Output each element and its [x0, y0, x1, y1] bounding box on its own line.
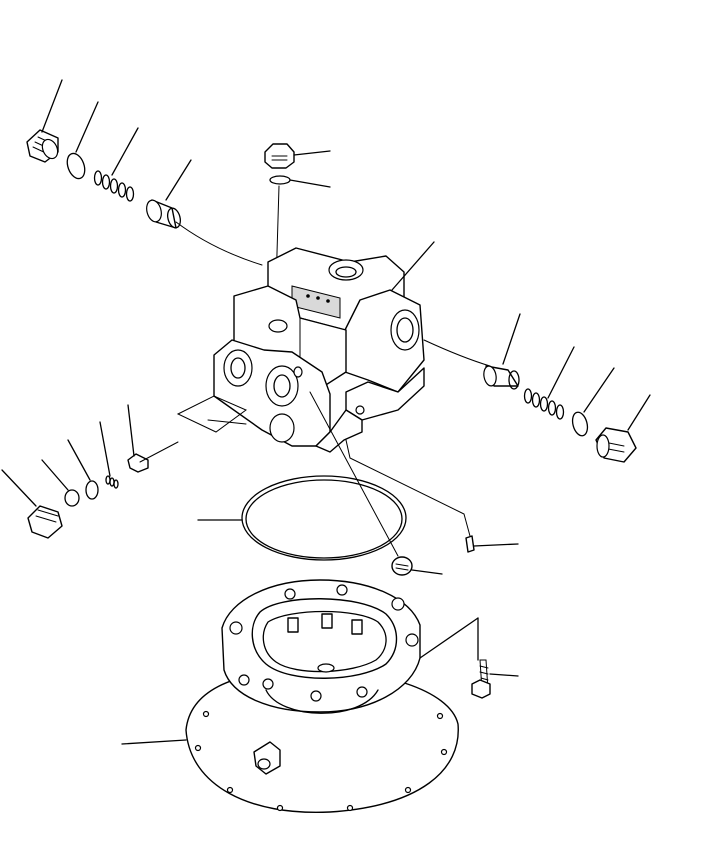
- valve-sleeve-right: [483, 365, 520, 390]
- mounting-bolt: [471, 659, 519, 699]
- check-valve-small: [127, 404, 179, 473]
- spring-upper-left: [93, 170, 135, 202]
- spring-right: [523, 388, 565, 420]
- o-ring-lower-left-b: [41, 459, 80, 507]
- spring-small-lower: [99, 421, 119, 489]
- leader-right-sleeve: [423, 339, 491, 367]
- motor-housing: [121, 579, 479, 814]
- callout-leader-valve-body: [391, 241, 435, 291]
- o-ring-right: [571, 411, 589, 437]
- drain-plug: [253, 741, 281, 775]
- plug-lower-left: [1, 469, 63, 539]
- plug-right: [595, 427, 637, 463]
- large-o-ring: [197, 475, 407, 561]
- callout-leaders-right: [502, 313, 651, 431]
- small-nut: [309, 391, 443, 576]
- o-ring-lower-left-a: [67, 439, 99, 500]
- valve-body: [176, 247, 425, 453]
- o-ring-upper-left: [66, 152, 86, 180]
- small-pin: [345, 439, 519, 553]
- callout-leaders-upper-left: [41, 79, 263, 266]
- valve-sleeve-upper-left: [146, 199, 181, 229]
- plug-upper-left: [26, 129, 59, 163]
